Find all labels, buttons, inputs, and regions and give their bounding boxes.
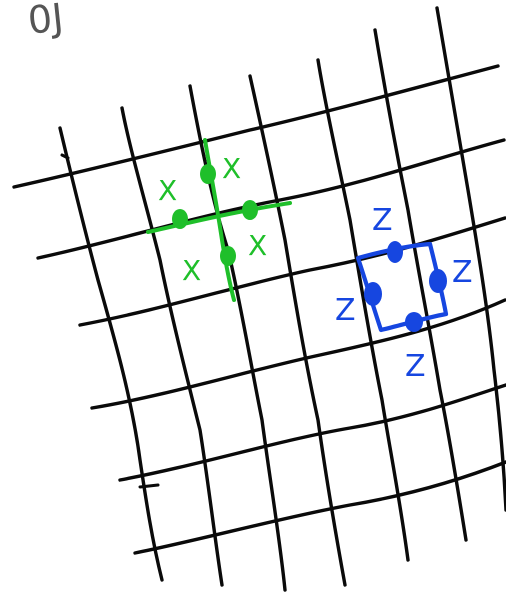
- grid-horizontal-lines: [12, 64, 506, 555]
- tick-mark: [60, 153, 70, 160]
- x-group: X X X X: [146, 138, 292, 302]
- x-point-bottom: [220, 246, 236, 266]
- grid-line-v5: [316, 58, 410, 562]
- x-label-top-right: X: [222, 152, 241, 185]
- grid-line-h4: [90, 298, 506, 410]
- z-point-top: [387, 241, 403, 263]
- z-point-left: [364, 282, 382, 306]
- grid-line-v4: [248, 74, 347, 587]
- z-label-bottom: Z: [405, 349, 426, 384]
- tick-marks: [60, 153, 160, 489]
- grid-line-v2: [120, 106, 224, 587]
- x-point-right: [242, 200, 258, 220]
- grid-line-h2: [36, 138, 506, 260]
- z-point-bottom: [405, 312, 423, 332]
- tick-mark: [138, 483, 160, 489]
- x-point-left: [172, 209, 188, 229]
- grid-line-v1: [58, 126, 164, 582]
- grid-line-v6: [373, 28, 468, 542]
- z-group: Z Z Z Z: [335, 203, 473, 384]
- grid-line-v7: [435, 6, 506, 512]
- z-label-right: Z: [452, 255, 473, 290]
- corner-text: 0J: [26, 0, 66, 43]
- x-point-top: [200, 164, 216, 184]
- z-point-right: [429, 269, 447, 293]
- x-label-bottom-left: X: [182, 254, 201, 287]
- x-label-top-left: X: [158, 174, 177, 207]
- x-label-bottom-right: X: [248, 229, 267, 262]
- grid-line-h1: [12, 64, 500, 189]
- grid-line-h6: [133, 460, 506, 555]
- z-label-left: Z: [335, 293, 356, 328]
- z-group-square: [355, 241, 449, 333]
- z-label-top: Z: [372, 203, 393, 238]
- grid-line-h5: [118, 383, 506, 482]
- x-group-vertical-bar: [203, 138, 236, 302]
- grid-line-h3: [78, 216, 506, 327]
